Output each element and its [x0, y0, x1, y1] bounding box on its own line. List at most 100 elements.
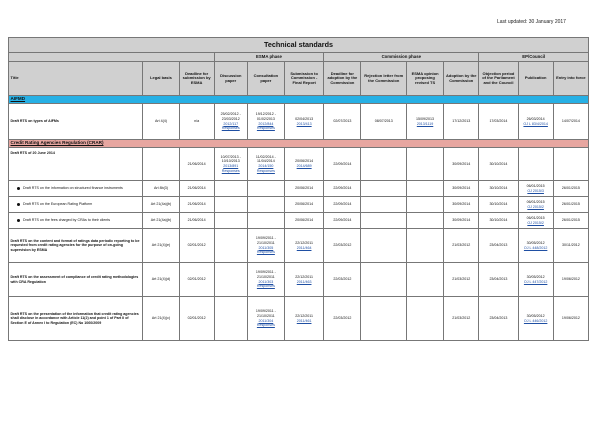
consultation-responses-link[interactable]: Responses [256, 284, 275, 289]
col-deadline-esma: Deadline for submission by ESMA [178, 61, 215, 96]
deadline-esma: 21/06/2014 [178, 196, 215, 213]
deadline-esma: 02/01/2012 [178, 296, 215, 341]
table-title: Technical standards [8, 37, 589, 53]
submission-date: 20/06/2014 [295, 159, 314, 164]
publication-date: 06/01/2015 [526, 215, 545, 220]
legal-basis: Art 8b(3) [142, 180, 180, 197]
objection-date: 23/04/2013 [478, 296, 519, 341]
opinion-link[interactable]: 2013/1119 [416, 121, 434, 126]
row-title: Draft RTS of 20 June 2014 [7, 147, 144, 181]
consultation-paper-link[interactable]: 2011/305 [258, 245, 274, 250]
final-report-link[interactable]: 2011/461 [296, 318, 312, 323]
legal-basis: Art 4(4) [142, 103, 180, 140]
commission-phase-header: Commission phase [323, 52, 480, 62]
adoption-date: 21/03/2012 [443, 296, 480, 341]
publication-link[interactable]: OJ 2015/2 [527, 220, 544, 225]
col-consultation: Consultation paper [246, 61, 285, 96]
bullet-icon [17, 202, 20, 206]
objection-date: 30/10/2014 [478, 180, 519, 197]
publication-date: 30/05/2012 [526, 240, 545, 245]
consultation-responses-link[interactable]: Responses [256, 126, 275, 131]
deadline-commission: 02/07/2013 [323, 103, 362, 140]
publication-link[interactable]: OJ L 448/2012 [523, 245, 548, 250]
deadline-esma: 21/06/2014 [178, 180, 215, 197]
entry-into-force: 26/01/2015 [552, 212, 590, 229]
publication-link[interactable]: OJ L 447/2012 [523, 279, 548, 284]
last-updated: Last updated: 30 January 2017 [497, 19, 566, 25]
entry-into-force: 26/01/2015 [552, 180, 590, 197]
adoption-date: 30/09/2014 [443, 147, 480, 181]
legal-basis: Art 21(4a)(b) [142, 212, 180, 229]
consultation-responses-link[interactable]: Responses [256, 250, 275, 255]
final-report-link[interactable]: 2014/689 [296, 164, 312, 168]
deadline-commission: 22/03/2012 [323, 262, 362, 297]
row-title: Draft RTS on the fees charged by CRAs to… [23, 218, 111, 223]
consultation-responses-link[interactable]: Responses [256, 323, 275, 328]
adoption-date: 21/03/2012 [443, 228, 480, 263]
section-cra-link[interactable]: Credit Rating Agencies Regulation (CRAR) [10, 140, 104, 146]
objection-date: 17/03/2014 [478, 103, 519, 140]
table-row: Draft RTS on the European Rating Platfor… [7, 196, 590, 213]
table-row: Draft RTS on the presentation of the inf… [7, 296, 590, 341]
adoption-date: 21/03/2012 [443, 262, 480, 297]
row-title: Draft RTS on the European Rating Platfor… [23, 202, 93, 207]
submission-date: 22/12/2011 [295, 274, 313, 279]
section-row-cra: Credit Rating Agencies Regulation (CRAR) [8, 139, 589, 148]
table-row: Draft RTS of 20 June 2014 21/06/2014 10/… [7, 147, 590, 181]
col-objection: Objection period of the Parliament and t… [478, 61, 519, 96]
objection-date: 23/04/2013 [478, 228, 519, 263]
consultation-paper-link[interactable]: 2012/844 [258, 121, 274, 126]
consultation-paper-link[interactable]: 2011/304 [258, 318, 274, 323]
adoption-date: 17/12/2013 [443, 103, 480, 140]
final-report-link[interactable]: 2011/463 [296, 279, 312, 284]
row-title: Draft RTS on the content and format of r… [7, 228, 144, 263]
consultation-dates: 19/12/2012 - 01/02/2013 [255, 112, 276, 121]
publication-link[interactable]: OJ L 83/4/2014 [523, 121, 548, 126]
legal-basis: Art 21(4)(e) [142, 228, 180, 263]
publication-date: 30/05/2012 [526, 274, 545, 279]
ep-council-header: EP/Council [478, 52, 589, 62]
discussion-responses-link[interactable]: Responses [221, 168, 240, 173]
deadline-commission: 22/09/2014 [323, 147, 362, 181]
submission-date: 22/12/2011 [295, 313, 313, 318]
table-row: Draft RTS on types of AIFMs Art 4(4) n/a… [7, 103, 590, 140]
deadline-commission: 22/09/2014 [323, 180, 362, 197]
table-row: Draft RTS on the fees charged by CRAs to… [7, 212, 590, 229]
adoption-date: 30/09/2014 [443, 196, 480, 213]
submission-date: 20/06/2014 [283, 180, 325, 197]
col-title: Title [7, 61, 144, 96]
col-adoption: Adoption by the Commission [443, 61, 480, 96]
adoption-date: 30/09/2014 [443, 180, 480, 197]
entry-into-force: 26/01/2015 [552, 196, 590, 213]
final-report-link[interactable]: 2011/464 [296, 245, 312, 250]
bullet-icon [17, 218, 20, 222]
consultation-dates: 11/02/2014 - 11/04/2014 [255, 154, 276, 164]
adoption-date: 30/09/2014 [443, 212, 480, 229]
discussion-responses-link[interactable]: Responses [221, 126, 240, 131]
row-title: Draft RTS on the information on structur… [23, 186, 123, 191]
col-submission: Submission to Commission - Final Report [283, 61, 325, 96]
publication-date: 06/01/2015 [526, 199, 545, 204]
section-aifmd-link[interactable]: AIFMD [10, 96, 26, 102]
deadline-commission: 22/03/2012 [323, 296, 362, 341]
deadline-esma: 02/01/2012 [178, 262, 215, 297]
consultation-responses-link[interactable]: Responses [256, 168, 275, 173]
objection-date: 30/10/2014 [478, 147, 519, 181]
publication-link[interactable]: OJ 2015/3 [527, 188, 544, 193]
discussion-paper-link[interactable]: 2012/117 [223, 121, 239, 126]
publication-link[interactable]: OJ L 446/2012 [523, 318, 548, 323]
col-publication: Publication [517, 61, 554, 96]
entry-into-force: 19/06/2012 [552, 262, 590, 297]
consultation-paper-link[interactable]: 2011/303 [258, 279, 274, 284]
row-title: Draft RTS on types of AIFMs [7, 103, 144, 140]
discussion-paper-link[interactable]: 2013/891 [223, 164, 239, 168]
col-legal-basis: Legal basis [142, 61, 180, 96]
final-report-link[interactable]: 2013/413 [296, 121, 312, 126]
legal-basis: Art 21(4a)(b) [142, 196, 180, 213]
consultation-paper-link[interactable]: 2014/150 [258, 164, 274, 168]
col-entry: Entry into force [552, 61, 590, 96]
publication-link[interactable]: OJ 2015/2 [527, 204, 544, 209]
row-title: Draft RTS on the assessment of complianc… [7, 262, 144, 297]
deadline-commission: 22/03/2012 [323, 228, 362, 263]
col-esma-opinion: ESMA opinion proposing revised TS [405, 61, 445, 96]
